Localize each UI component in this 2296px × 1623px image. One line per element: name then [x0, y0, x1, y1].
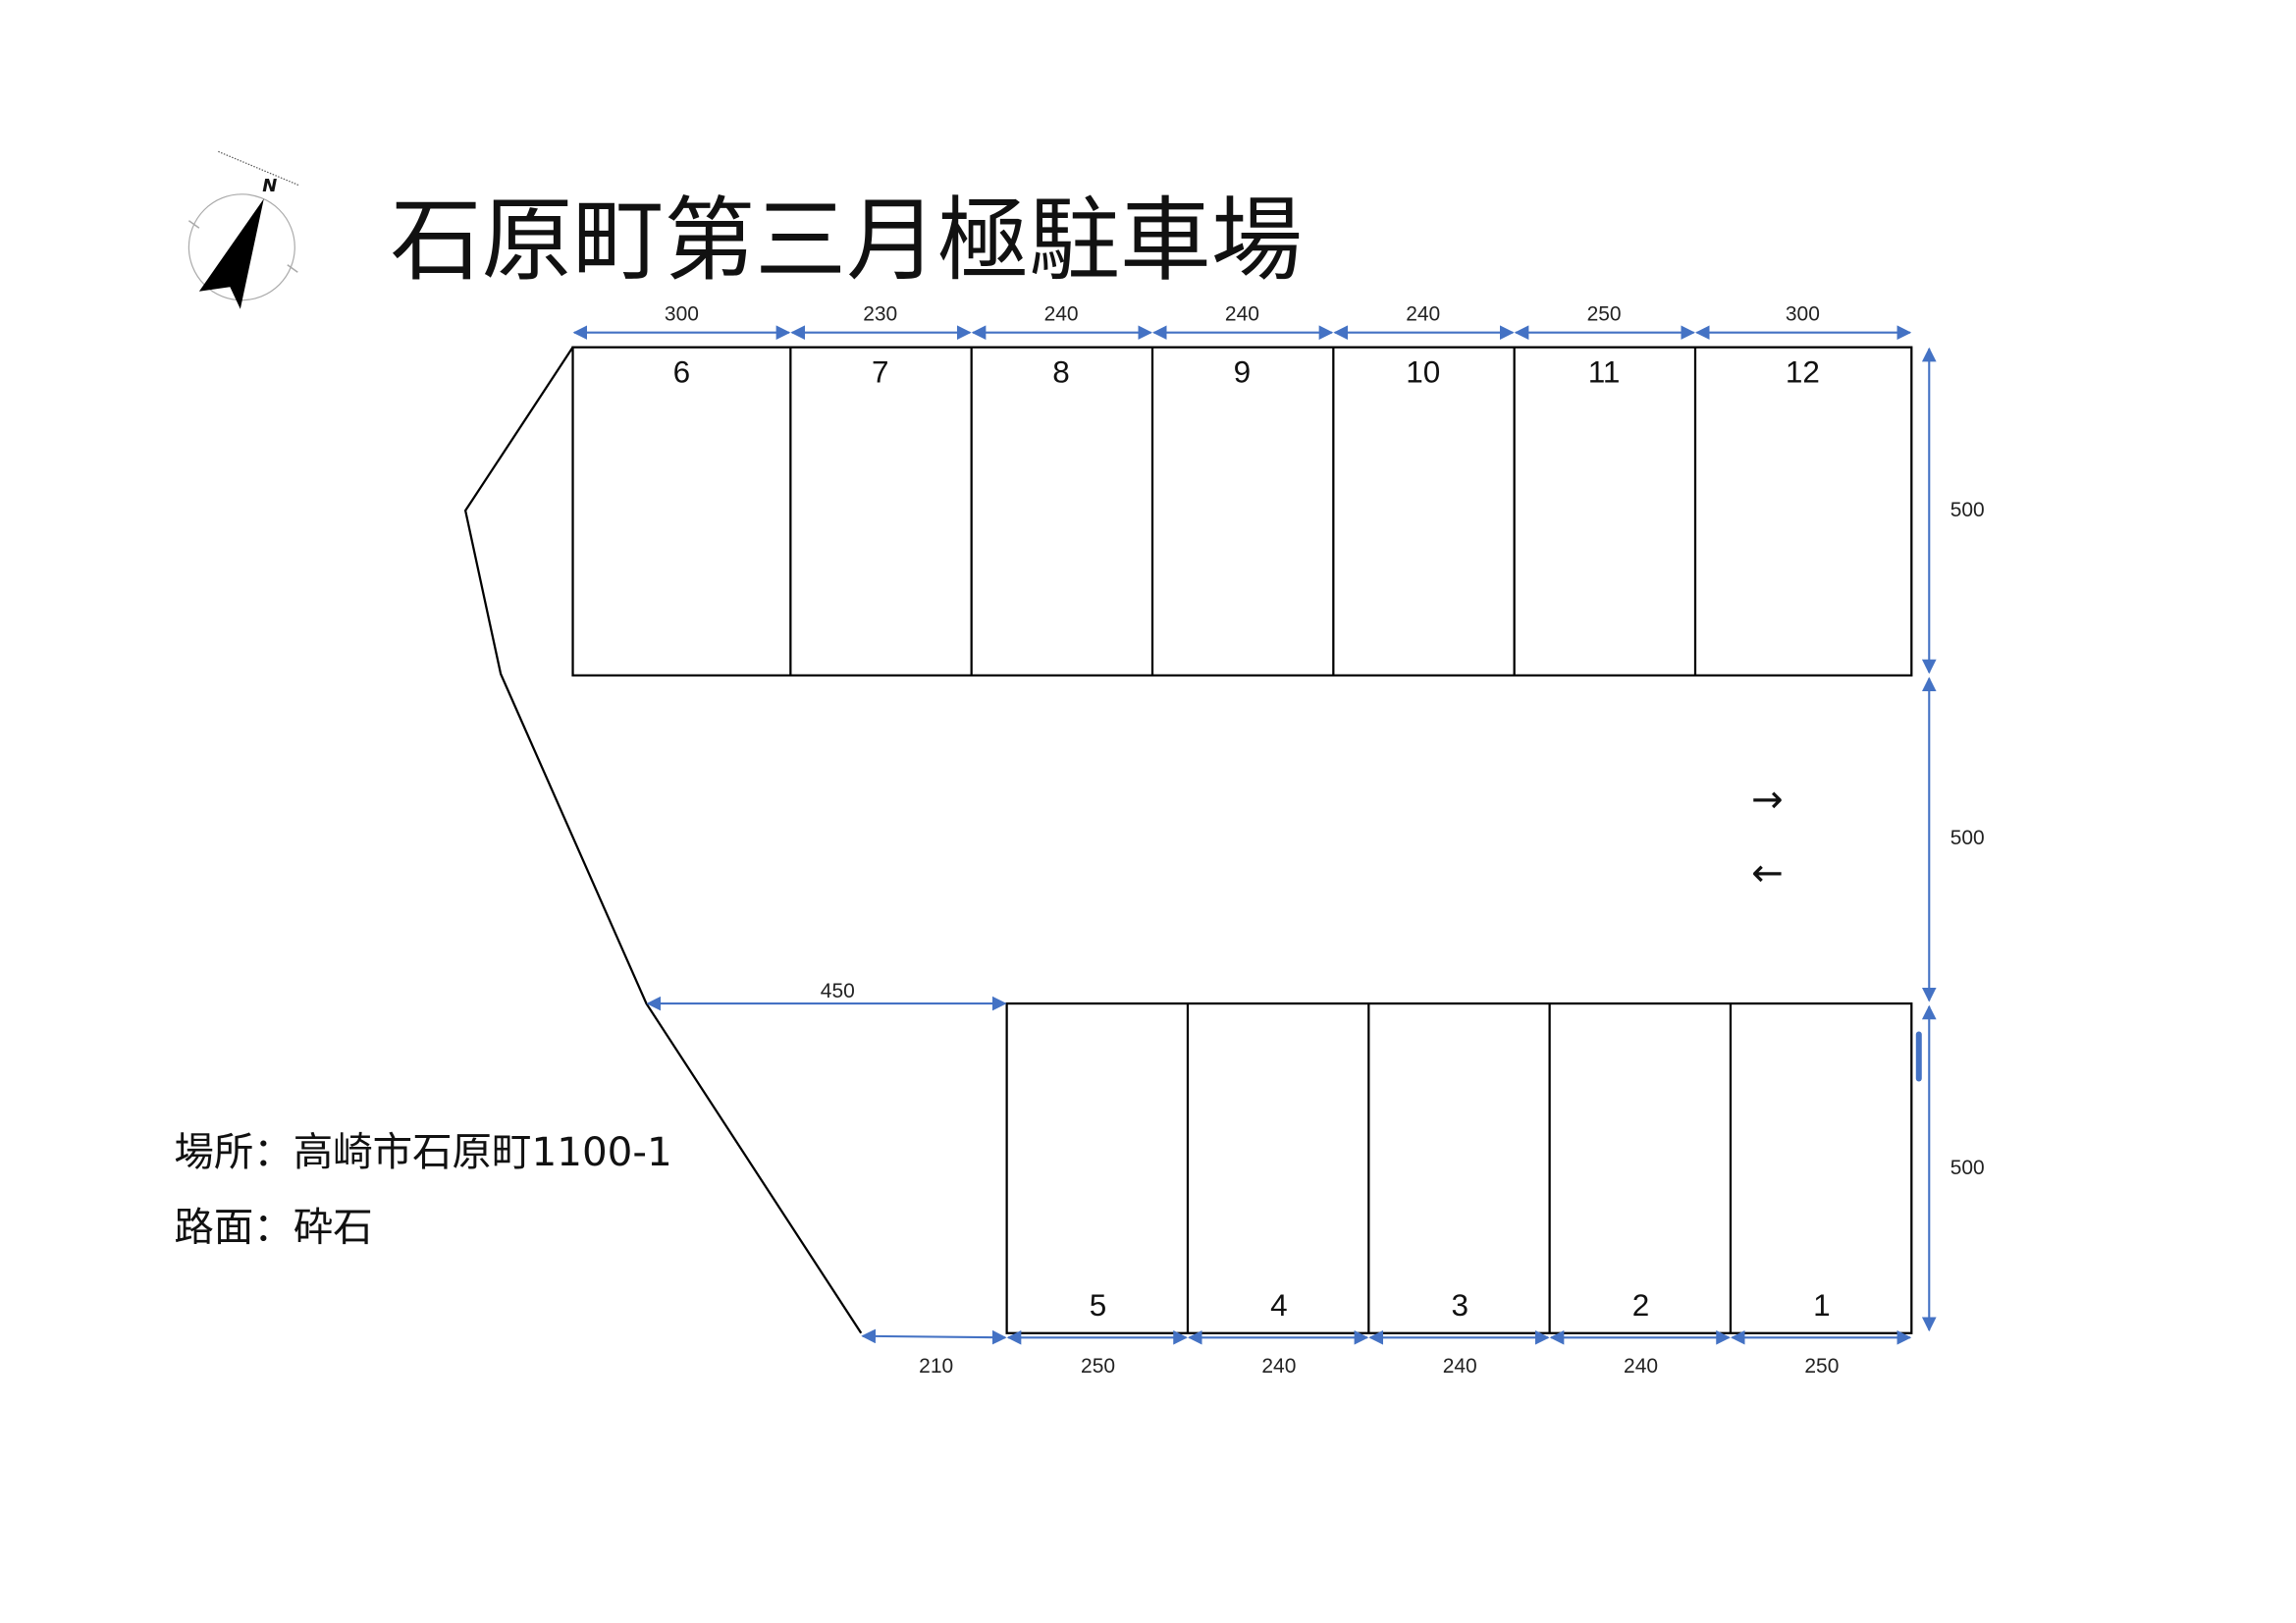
dimension-label: 240 — [1044, 303, 1079, 326]
bottom-row-spaces: 5 4 3 2 1 — [1005, 1001, 1913, 1334]
space-number: 2 — [1632, 1288, 1650, 1323]
dimension-label: 240 — [1406, 303, 1440, 326]
location-text: 場所：高崎市石原町1100-1 — [174, 1128, 671, 1175]
dimension-label: 300 — [1786, 303, 1820, 326]
lot-boundary — [463, 347, 863, 1334]
north-compass-icon: N — [187, 150, 300, 309]
top-row-spaces: 6 7 8 9 10 11 12 — [571, 346, 1913, 676]
right-dimensions: 500 500 500 — [1921, 347, 1985, 1332]
space-number: 3 — [1451, 1288, 1468, 1323]
surface-text: 路面：砕石 — [174, 1203, 372, 1250]
dimension-label: 500 — [1950, 827, 1985, 849]
space-number: 12 — [1786, 355, 1820, 390]
dimension-label: 240 — [1443, 1355, 1477, 1378]
dimension-label: 250 — [1587, 303, 1622, 326]
space-number: 8 — [1052, 355, 1070, 390]
dimension-label: 210 — [919, 1355, 953, 1378]
page-title: 石原町第三月極駐車場 — [391, 188, 1303, 294]
space-number: 7 — [872, 355, 889, 390]
space-number: 1 — [1813, 1288, 1831, 1323]
dimension-label: 450 — [821, 980, 855, 1002]
dimension-label: 250 — [1804, 1355, 1839, 1378]
compass-north-label: N — [262, 176, 277, 196]
dimension-label: 240 — [1624, 1355, 1658, 1378]
space-number: 6 — [673, 355, 691, 390]
top-dimensions: 300 230 240 240 240 250 300 — [572, 303, 1912, 341]
space-number: 4 — [1270, 1288, 1288, 1323]
dimension-label: 240 — [1261, 1355, 1296, 1378]
dimension-label: 250 — [1081, 1355, 1115, 1378]
dimension-label: 230 — [863, 303, 897, 326]
dimension-label: 240 — [1225, 303, 1259, 326]
dimension-label: 500 — [1950, 499, 1985, 521]
arrow-left-icon: ← — [1751, 851, 1784, 895]
space-number: 5 — [1090, 1288, 1107, 1323]
arrow-right-icon: → — [1751, 778, 1784, 822]
space-number: 10 — [1406, 355, 1440, 390]
space-number: 11 — [1588, 355, 1621, 390]
dimension-label: 500 — [1950, 1157, 1985, 1179]
space-number: 9 — [1234, 355, 1252, 390]
bottom-dimensions: 450 210 250 240 240 240 250 — [646, 980, 1912, 1378]
dimension-label: 300 — [665, 303, 699, 326]
